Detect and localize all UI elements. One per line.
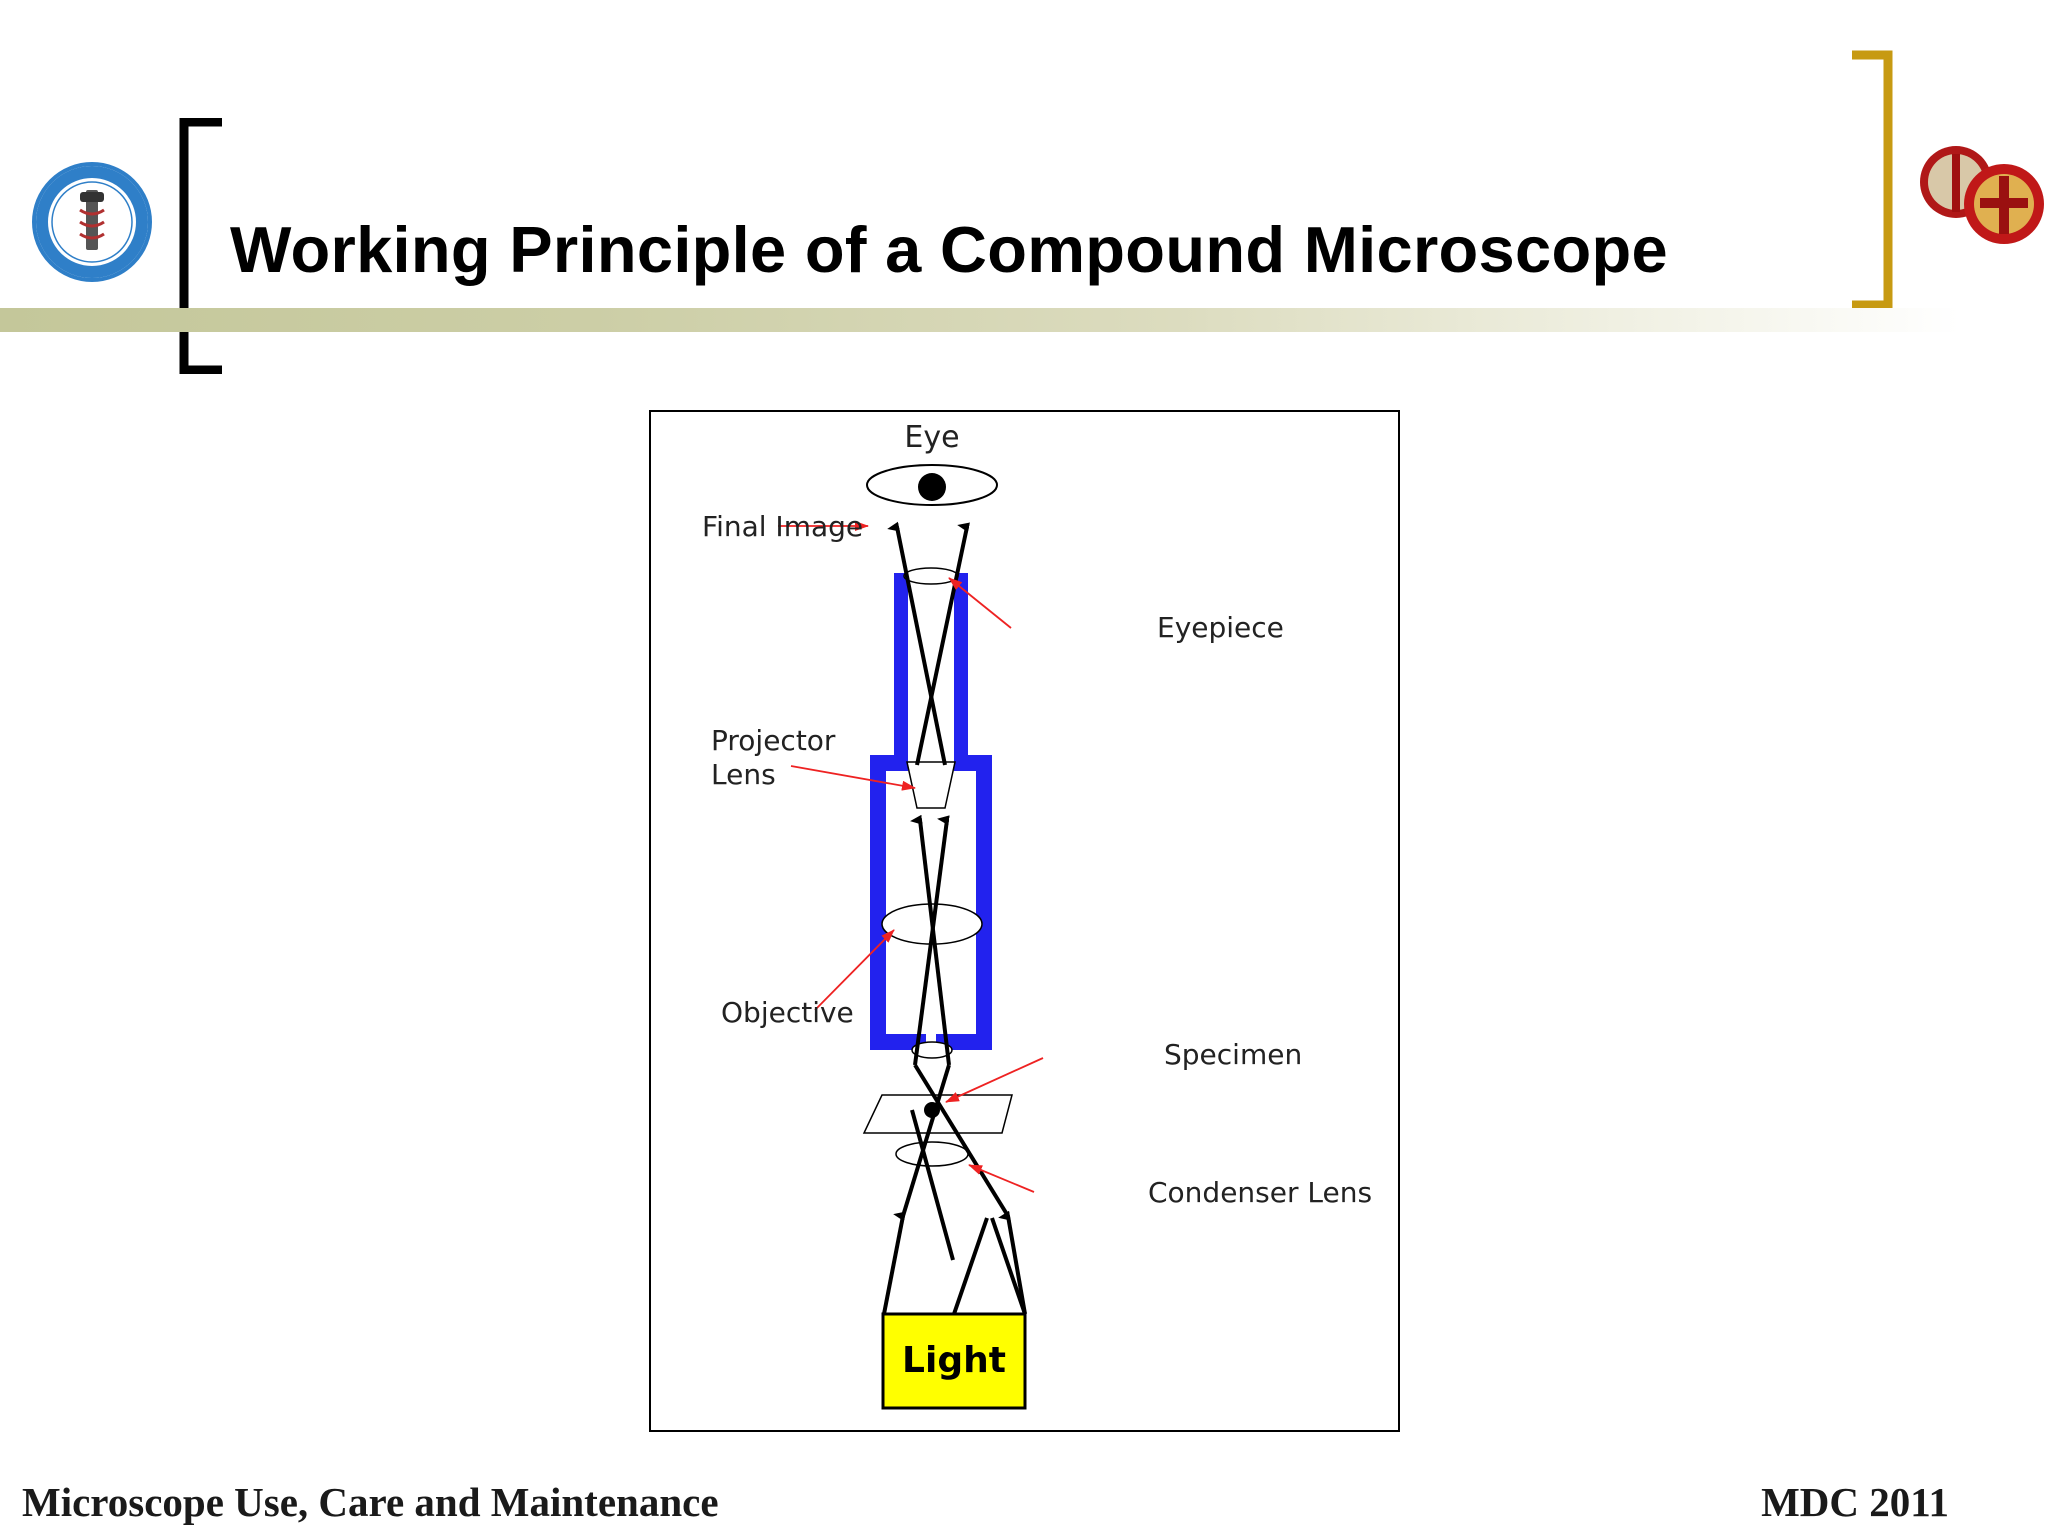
tube-left-upper <box>894 573 908 769</box>
light-label: Light <box>902 1340 1006 1381</box>
pointer-eyepiece <box>948 577 1012 629</box>
light-rays <box>910 1109 1027 1315</box>
ray-mid-right <box>910 814 951 1066</box>
label-projector-line1: Projector <box>711 724 836 757</box>
right-bracket <box>1852 50 1893 310</box>
ray-upper-left <box>915 522 970 766</box>
pointer-objective <box>814 929 895 1011</box>
pointer-specimen <box>945 1057 1044 1103</box>
ray-lower-right <box>998 1210 1027 1315</box>
eyepiece-lens <box>903 567 959 585</box>
institute-seal-icon <box>32 162 152 282</box>
microscope-diagram: Light <box>702 420 1372 1410</box>
tube-left-lower <box>870 755 886 1050</box>
pointer-projector-lens <box>790 765 916 791</box>
label-final-image: Final Image <box>702 510 863 543</box>
label-condenser-lens: Condenser Lens <box>1148 1176 1372 1209</box>
ray-segment <box>952 1217 989 1315</box>
ray-lower-left <box>882 1211 906 1315</box>
label-objective: Objective <box>721 996 854 1029</box>
footer-course-title: Microscope Use, Care and Maintenance <box>22 1479 719 1525</box>
pointer-condenser-lens <box>968 1164 1035 1193</box>
footer-event-label: MDC 2011 <box>1761 1479 1949 1525</box>
ray-segment <box>910 1109 955 1261</box>
page-title: Working Principle of a Compound Microsco… <box>230 213 1668 286</box>
tube-left-base <box>870 1034 926 1050</box>
ray-mid-left <box>913 815 950 1066</box>
label-projector-line2: Lens <box>711 758 776 791</box>
objective-tip-lens <box>911 1041 953 1059</box>
label-eyepiece: Eyepiece <box>1157 611 1284 644</box>
label-eye: Eye <box>904 420 959 455</box>
ray-upper-right <box>887 521 947 766</box>
title-rule <box>0 308 1960 332</box>
tube-right-upper <box>954 573 968 769</box>
light-box <box>881 1312 1027 1410</box>
ray-lower-right-2 <box>913 1063 1010 1218</box>
ray-lower-left-2 <box>901 1064 951 1217</box>
microscope-diagram-frame <box>649 410 1400 1432</box>
label-specimen: Specimen <box>1164 1038 1302 1071</box>
eye-pupil <box>918 473 946 501</box>
tube-right-lower <box>976 755 992 1050</box>
left-bracket <box>179 118 222 374</box>
projector-lens <box>906 761 956 809</box>
ray-segment <box>990 1217 1027 1315</box>
medical-corps-emblem-icon <box>1920 146 2044 244</box>
condenser-lens <box>895 1141 969 1167</box>
